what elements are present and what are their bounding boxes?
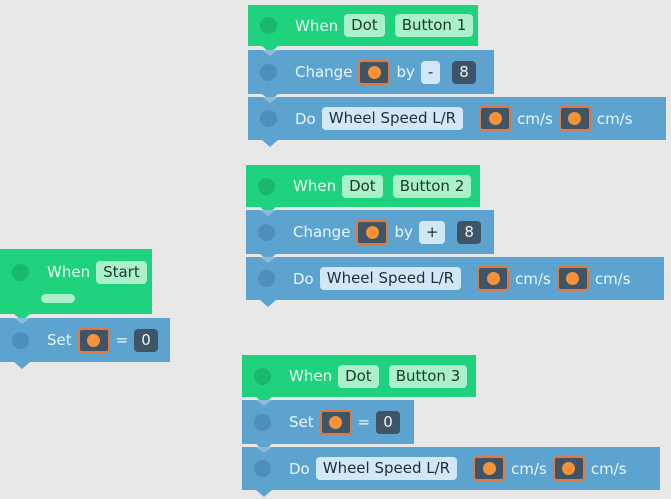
variable-dot-icon bbox=[486, 272, 500, 285]
value-input[interactable]: 8 bbox=[457, 220, 481, 244]
source-dropdown[interactable]: Dot bbox=[342, 174, 383, 198]
do-label: Do bbox=[295, 109, 316, 128]
unit-label: cm/s bbox=[590, 459, 627, 478]
change-label: Change bbox=[293, 223, 351, 241]
variable-slot[interactable] bbox=[358, 59, 391, 85]
do-label: Do bbox=[293, 269, 314, 288]
variable-dot-icon bbox=[566, 272, 580, 285]
when-label: When bbox=[47, 263, 91, 281]
block-handle-icon[interactable] bbox=[12, 263, 29, 281]
variable-dot-icon bbox=[329, 415, 343, 429]
unit-label: cm/s bbox=[515, 269, 551, 288]
variable-slot[interactable] bbox=[356, 219, 389, 245]
variable-dot-icon bbox=[87, 333, 101, 347]
when-label: When bbox=[289, 367, 333, 385]
operator-dropdown[interactable]: + bbox=[418, 220, 446, 244]
unit-label: cm/s bbox=[511, 459, 547, 478]
when-button2-block[interactable]: When Dot Button 2 bbox=[246, 165, 480, 214]
by-label: by bbox=[394, 223, 413, 241]
block-handle-icon[interactable] bbox=[260, 110, 277, 127]
do-block[interactable]: Do Wheel Speed L/R cm/s cm/s bbox=[246, 257, 664, 307]
unit-label: cm/s bbox=[596, 109, 633, 128]
left-speed-slot[interactable] bbox=[477, 266, 510, 291]
event-dropdown[interactable]: Start bbox=[96, 260, 147, 284]
action-dropdown[interactable]: Wheel Speed L/R bbox=[315, 457, 458, 480]
action-dropdown[interactable]: Wheel Speed L/R bbox=[319, 267, 462, 290]
action-dropdown[interactable]: Wheel Speed L/R bbox=[321, 107, 464, 130]
expand-bar[interactable] bbox=[41, 293, 75, 303]
do-block[interactable]: Do Wheel Speed L/R cm/s cm/s bbox=[242, 447, 660, 497]
source-dropdown[interactable]: Dot bbox=[344, 14, 385, 37]
block-handle-icon[interactable] bbox=[254, 367, 271, 385]
set-label: Set bbox=[47, 331, 72, 349]
when-start-block[interactable]: When Start bbox=[0, 249, 152, 321]
block-handle-icon[interactable] bbox=[258, 270, 275, 287]
left-speed-slot[interactable] bbox=[479, 106, 512, 131]
source-dropdown[interactable]: Dot bbox=[338, 364, 379, 388]
set-block[interactable]: Set = 0 bbox=[0, 318, 170, 369]
event-dropdown[interactable]: Button 2 bbox=[392, 174, 472, 198]
variable-dot-icon bbox=[488, 112, 502, 125]
equals-label: = bbox=[357, 413, 371, 431]
event-dropdown[interactable]: Button 1 bbox=[394, 14, 474, 37]
value-input[interactable]: 0 bbox=[376, 410, 400, 434]
unit-label: cm/s bbox=[517, 109, 553, 128]
variable-dot-icon bbox=[562, 462, 576, 475]
value-input[interactable]: 0 bbox=[134, 328, 158, 352]
change-label: Change bbox=[295, 63, 353, 81]
operator-dropdown[interactable]: - bbox=[420, 60, 441, 84]
event-dropdown[interactable]: Button 3 bbox=[388, 364, 468, 388]
variable-slot[interactable] bbox=[77, 327, 110, 353]
right-speed-slot[interactable] bbox=[558, 106, 591, 131]
when-label: When bbox=[293, 177, 337, 195]
when-button3-block[interactable]: When Dot Button 3 bbox=[242, 355, 476, 404]
equals-label: = bbox=[115, 331, 129, 349]
block-handle-icon[interactable] bbox=[260, 63, 277, 81]
value-input[interactable]: 8 bbox=[452, 60, 476, 84]
set-label: Set bbox=[289, 413, 314, 431]
change-block[interactable]: Change by + 8 bbox=[246, 210, 494, 261]
block-handle-icon[interactable] bbox=[258, 223, 275, 241]
block-handle-icon[interactable] bbox=[12, 331, 29, 349]
variable-dot-icon bbox=[568, 112, 582, 125]
when-button1-block[interactable]: When Dot Button 1 bbox=[248, 5, 478, 53]
right-speed-slot[interactable] bbox=[556, 266, 589, 291]
do-block[interactable]: Do Wheel Speed L/R cm/s cm/s bbox=[248, 97, 666, 147]
block-handle-icon[interactable] bbox=[258, 177, 275, 195]
unit-label: cm/s bbox=[594, 269, 631, 288]
right-speed-slot[interactable] bbox=[552, 456, 585, 481]
set-block[interactable]: Set = 0 bbox=[242, 400, 414, 451]
variable-slot[interactable] bbox=[319, 409, 352, 435]
block-handle-icon[interactable] bbox=[260, 17, 277, 34]
by-label: by bbox=[396, 63, 415, 81]
block-handle-icon[interactable] bbox=[254, 460, 271, 477]
left-speed-slot[interactable] bbox=[473, 456, 506, 481]
do-label: Do bbox=[289, 459, 310, 478]
when-label: When bbox=[295, 16, 339, 35]
variable-dot-icon bbox=[482, 462, 496, 475]
variable-dot-icon bbox=[365, 225, 379, 239]
block-handle-icon[interactable] bbox=[254, 413, 271, 431]
change-block[interactable]: Change by - 8 bbox=[248, 50, 494, 101]
variable-dot-icon bbox=[367, 65, 381, 79]
